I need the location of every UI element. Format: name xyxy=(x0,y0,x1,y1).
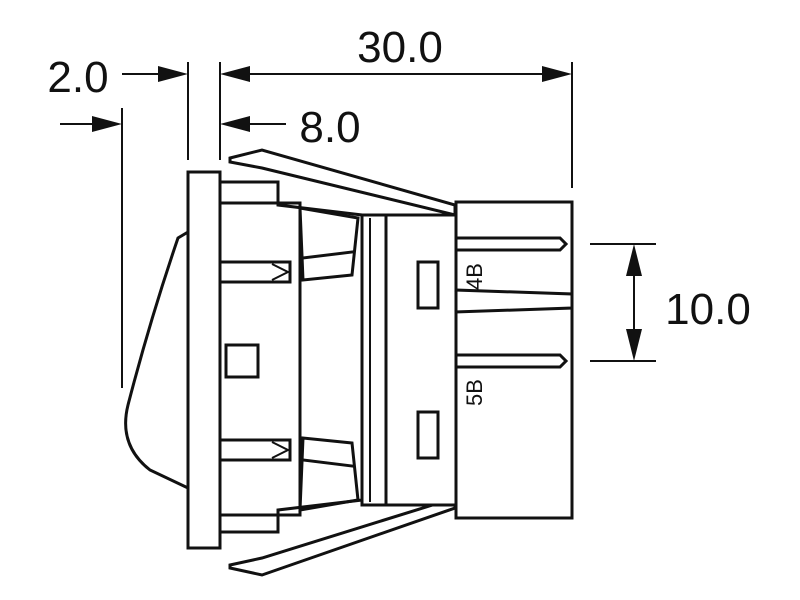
lower-latch-line xyxy=(301,458,354,468)
separation-bar xyxy=(360,213,388,507)
pin-label-lower: 5B xyxy=(462,379,487,406)
rocker-actuator xyxy=(124,229,191,490)
dim-arrow-30-right xyxy=(542,66,572,82)
lower-contact-tip xyxy=(271,441,291,459)
dimension-annotations: 30.0 2.0 8.0 10.0 xyxy=(47,23,751,388)
dim-label-30: 30.0 xyxy=(357,23,443,72)
dim-label-2: 2.0 xyxy=(47,53,108,102)
dim-arrow-2 xyxy=(158,66,188,82)
dim-arrow-actuator xyxy=(92,116,122,132)
dim-arrow-30-left xyxy=(220,66,250,82)
upper-terminal-slot xyxy=(416,260,440,310)
dim-label-10: 10.0 xyxy=(665,285,751,334)
upper-latch-line xyxy=(301,250,354,260)
dim-arrow-10-top xyxy=(626,244,642,276)
pin-upper xyxy=(454,236,569,252)
pin-lower xyxy=(454,353,569,369)
rear-terminal-block xyxy=(384,213,458,507)
switch-body: 4B 5B xyxy=(124,148,574,577)
dim-arrow-10-bottom xyxy=(626,329,642,361)
dim-arrow-8 xyxy=(220,116,250,132)
lower-terminal-slot xyxy=(416,410,440,460)
lower-side-latch xyxy=(298,436,360,512)
upper-contact-tip xyxy=(271,263,291,281)
pin-label-upper: 4B xyxy=(462,263,487,290)
upper-side-latch xyxy=(298,206,360,282)
dim-label-8: 8.0 xyxy=(299,103,360,152)
pin-housing xyxy=(454,200,574,520)
bezel-flange xyxy=(186,170,222,550)
pin-middle xyxy=(454,288,574,314)
center-window xyxy=(224,343,260,379)
